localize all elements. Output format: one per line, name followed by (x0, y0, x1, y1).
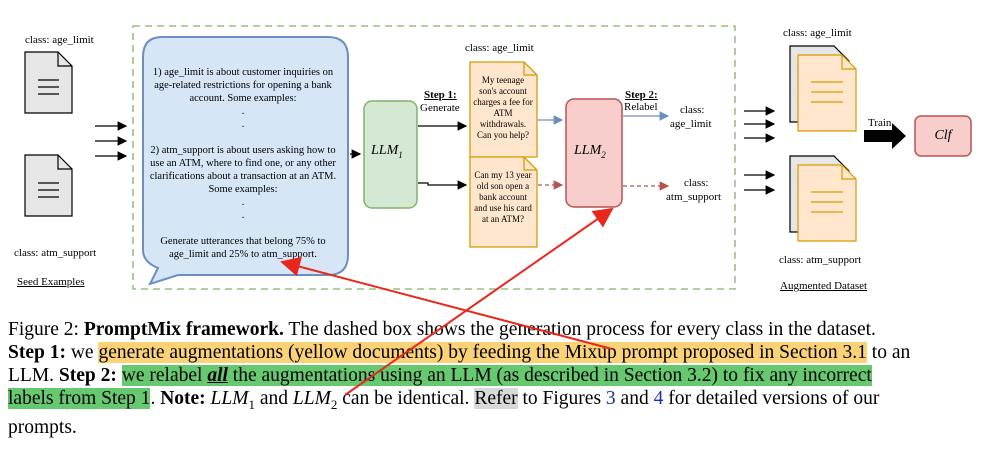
step1-action: Generate (420, 102, 460, 114)
augmented-document-stack-top (789, 45, 857, 132)
prompt-line: . (241, 106, 245, 117)
figure-4-link[interactable]: 4 (653, 388, 664, 409)
caption-line-1: Figure 2: PromptMix framework. The dashe… (8, 318, 980, 341)
prompt-line: . (241, 197, 245, 208)
caption-text: . (150, 388, 156, 409)
figure-graphics (24, 25, 972, 290)
caption-text: can be identical. (337, 388, 470, 409)
caption-step2-label: Step 2: (58, 365, 117, 386)
prompt-line: . (241, 119, 245, 130)
caption-text: to Figures (517, 388, 606, 409)
caption-text: to an (866, 342, 911, 363)
prompt-line: Generate utterances that belong 75% to a… (160, 236, 326, 260)
mixup-prompt-text: 1) age_limit is about customer inquiries… (143, 66, 343, 261)
llm2-box (565, 98, 623, 208)
doc-top-utterance: My teenage son's account charges a fee f… (473, 75, 533, 140)
caption-refer: Refer (474, 388, 518, 409)
caption-all-emphasis: all (207, 365, 228, 386)
step2-title: Step 2: (625, 89, 658, 101)
aug-class-bottom-label: class: atm_support (779, 254, 862, 266)
caption-line-3: LLM. Step 2: we relabel all the augmenta… (8, 364, 980, 387)
caption-text: and (254, 388, 293, 409)
prompt-bubble (142, 36, 349, 286)
aug-class-top-label: class: age_limit (783, 27, 852, 39)
caption-line-4: labels from Step 1. Note: LLM1 and LLM2 … (8, 387, 980, 416)
figure-3-link[interactable]: 3 (605, 388, 616, 409)
caption-title: PromptMix framework. (83, 319, 284, 340)
classifier-box (914, 115, 972, 157)
caption-text: LLM. (8, 365, 59, 386)
caption-llm1: LLM1 (210, 388, 255, 412)
caption-text: we (65, 342, 99, 363)
relabel-top-value: age_limit (670, 118, 712, 130)
prompt-line: 2) atm_support is about users asking how… (149, 145, 337, 195)
caption-text: prompts. (8, 416, 77, 438)
figure-caption: Figure 2: PromptMix framework. The dashe… (8, 318, 980, 439)
caption-line-5: prompts. (8, 416, 980, 439)
llm1-box (363, 100, 418, 209)
augmented-dataset-label: Augmented Dataset (780, 280, 868, 292)
llm2-label: LLM2 (574, 143, 606, 160)
caption-text: we relabel (121, 365, 208, 386)
doc-top-class-label: class: age_limit (465, 42, 534, 54)
step1-title: Step 1: (424, 89, 457, 101)
step2-action: Relabel (624, 101, 658, 113)
generated-document-icon-top (469, 61, 538, 158)
seed-document-icon-bottom (24, 154, 73, 217)
relabel-top-class: class: (680, 104, 705, 116)
caption-highlight-step2-cont: labels from Step 1 (8, 388, 151, 409)
caption-sentence: The dashed box shows the generation proc… (283, 319, 876, 340)
caption-highlight-step1: generate augmentations (yellow documents… (98, 342, 867, 363)
caption-highlight-step2: we relabel all the augmentations using a… (121, 365, 872, 386)
caption-text: and (615, 388, 654, 409)
prompt-line: 1) age_limit is about customer inquiries… (152, 67, 334, 104)
doc-bottom-utterance: Can my 13 year old son open a bank accou… (474, 170, 532, 224)
caption-llm2: LLM2 (292, 388, 338, 412)
caption-step1-label: Step 1: (8, 342, 66, 363)
seed-class-top-label: class: age_limit (25, 34, 94, 46)
caption-fig-label: Figure 2: (8, 319, 79, 340)
llm1-label: LLM1 (371, 143, 403, 160)
seed-document-icon-top (24, 51, 73, 114)
seed-examples-label: Seed Examples (17, 276, 85, 288)
augmented-document-stack-bottom (789, 155, 857, 242)
relabel-bottom-value: atm_support (666, 191, 721, 203)
caption-text: for detailed versions of our (663, 388, 880, 409)
arrow-llm1-to-doc-bottom (418, 180, 468, 190)
train-label: Train (868, 117, 892, 129)
prompt-line: . (241, 210, 245, 221)
promptmix-figure: class: age_limit class: atm_support Seed… (14, 25, 972, 292)
relabel-bottom-class: class: (684, 177, 709, 189)
caption-line-2: Step 1: we generate augmentations (yello… (8, 341, 980, 364)
train-arrow-icon (864, 123, 906, 149)
caption-note-label: Note: (160, 388, 206, 409)
seed-class-bottom-label: class: atm_support (14, 247, 97, 259)
caption-text: the augmentations using an LLM (as descr… (227, 365, 872, 386)
classifier-label: Clf (934, 128, 952, 143)
